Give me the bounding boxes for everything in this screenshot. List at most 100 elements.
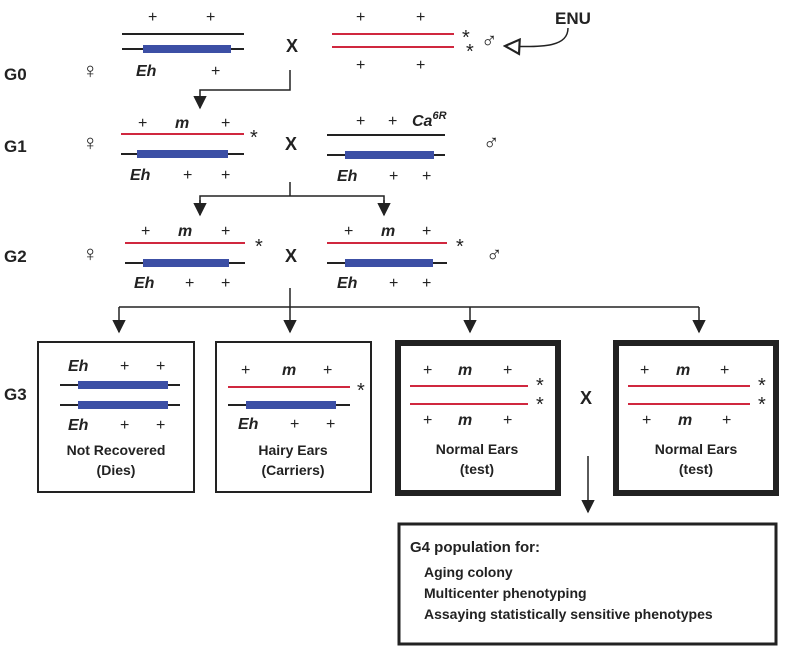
g4-item: Assaying statistically sensitive phenoty… [424,606,713,622]
mutation-asterisk: * [462,27,470,49]
g4-population-box: G4 population for: Aging colony Multicen… [397,522,778,646]
cross-symbol: X [285,134,297,154]
plus-sign: + [185,275,194,292]
plus-sign: + [221,167,230,184]
plus-sign: + [138,115,147,132]
mutation-asterisk: * [758,375,766,397]
eh-label: Eh [130,167,151,184]
m-allele-label: m [678,412,692,429]
plus-sign: + [720,362,729,379]
outcome-box-thick [395,340,561,496]
outcome-box [37,341,195,493]
eh-label: Eh [337,168,358,185]
m-allele-label: m [676,362,690,379]
eh-inversion-segment [78,401,168,409]
male-symbol: ♂ [486,242,503,267]
mutation-asterisk: * [357,380,365,402]
plus-sign: + [642,412,651,429]
mutation-asterisk: * [758,394,766,416]
eh-inversion-segment [78,381,168,389]
generation-label-g0: G0 [4,65,27,84]
mutation-asterisk: * [250,127,258,149]
plus-sign: + [120,417,129,434]
outcome-note: (Carriers) [261,462,324,478]
plus-sign: + [356,9,365,26]
outcome-title: Normal Ears [436,441,519,457]
outcome-note: (test) [679,461,713,477]
plus-sign: + [422,168,431,185]
mutagen-label: ENU [555,9,591,28]
plus-sign: + [423,412,432,429]
outcome-note: (Dies) [97,462,136,478]
m-allele-label: m [175,115,189,132]
outcome-box-thick [613,340,779,496]
plus-sign: + [211,63,220,80]
g3-box-hairy-ears: + m + * Eh + + Hairy Ears (Carriers) [215,341,372,493]
female-symbol: ♀ [82,58,99,83]
m-allele-label: m [282,362,296,379]
g1-female: ♀ + m + * Eh + + [82,115,258,184]
eh-inversion-segment [143,259,229,267]
plus-sign: + [221,115,230,132]
arrow-g0-to-g1 [193,70,291,110]
outcome-note: (test) [460,461,494,477]
plus-sign: + [206,9,215,26]
eh-inversion-segment [246,401,336,409]
mutation-asterisk: * [536,394,544,416]
eh-label: Eh [337,275,358,292]
g2-female: ♀ + m + * Eh + + [82,223,263,292]
plus-sign: + [640,362,649,379]
eh-inversion-segment [345,259,433,267]
g0-female: ♀ + + Eh + [82,9,244,83]
female-symbol: ♀ [82,130,99,155]
m-allele-label: m [178,223,192,240]
g1-male: + + Ca6R Eh + + ♂ [327,110,500,185]
plus-sign: + [241,362,250,379]
eh-inversion-segment [137,150,228,158]
eh-inversion-segment [345,151,434,159]
plus-sign: + [388,113,397,130]
cross-symbol: X [285,246,297,266]
ca-allele-label: Ca6R [412,110,447,130]
plus-sign: + [422,275,431,292]
outcome-title: Not Recovered [67,442,166,458]
outcome-title: Hairy Ears [258,442,327,458]
plus-sign: + [503,362,512,379]
female-symbol: ♀ [82,241,99,266]
plus-sign: + [221,275,230,292]
g4-title: G4 population for: [410,539,540,556]
plus-sign: + [356,57,365,74]
mutation-asterisk: * [255,236,263,258]
male-symbol: ♂ [483,130,500,155]
generation-label-g1: G1 [4,137,27,156]
outcome-box [215,341,372,493]
plus-sign: + [156,417,165,434]
plus-sign: + [326,416,335,433]
plus-sign: + [423,362,432,379]
g4-box [397,522,778,646]
plus-sign: + [141,223,150,240]
g2-male: + m + * Eh + + ♂ [327,223,503,292]
cross-symbol: X [286,36,298,56]
connector-line [199,195,385,212]
g4-item: Aging colony [424,564,513,580]
m-allele-label: m [381,223,395,240]
g3-box-normal-ears-2: + m + * * + m + Normal Ears (test) [613,340,779,496]
plus-sign: + [221,223,230,240]
generation-label-g3: G3 [4,385,27,404]
cross-symbol: X [580,388,592,408]
eh-inversion-segment [143,45,231,53]
plus-sign: + [389,168,398,185]
plus-sign: + [290,416,299,433]
plus-sign: + [344,223,353,240]
mutation-asterisk: * [536,375,544,397]
male-symbol: ♂ [481,28,498,53]
plus-sign: + [416,57,425,74]
plus-sign: + [389,275,398,292]
plus-sign: + [722,412,731,429]
m-allele-label: m [458,362,472,379]
m-allele-label: m [458,412,472,429]
plus-sign: + [503,412,512,429]
mutation-asterisk: * [456,236,464,258]
